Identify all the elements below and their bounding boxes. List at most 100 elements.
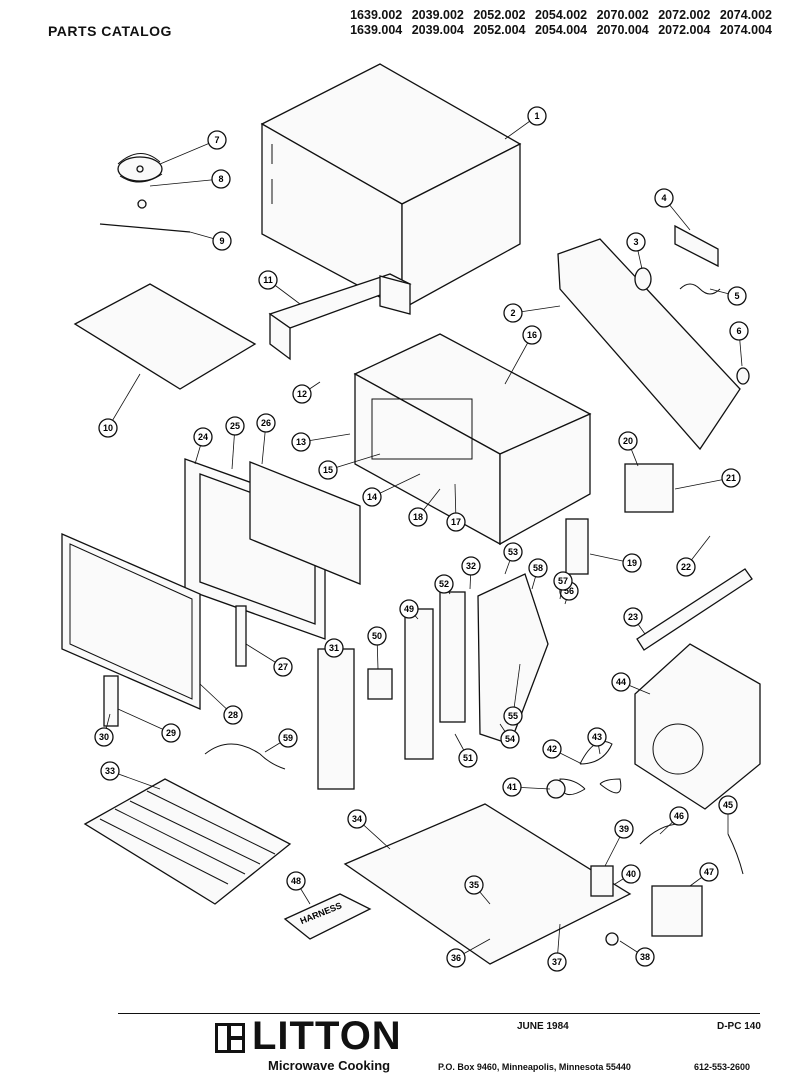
callout-circle	[635, 947, 655, 967]
callout-label: 35	[469, 880, 479, 890]
callout-circle	[434, 574, 454, 594]
model-number: 2054.004	[534, 23, 588, 37]
callout-circle	[542, 739, 562, 759]
callout-circle	[729, 321, 749, 341]
callout-circle	[553, 571, 573, 591]
callout-circle	[547, 952, 567, 972]
model-number: 2074.002	[719, 8, 772, 22]
callout-label: 3	[633, 237, 638, 247]
callout-leader	[117, 708, 172, 734]
back-panel	[557, 238, 741, 451]
callout-circle	[286, 871, 306, 891]
oven-rack	[83, 778, 292, 905]
callout-circle	[676, 557, 696, 577]
callout-circle	[408, 507, 428, 527]
callout-circle	[502, 777, 522, 797]
callout-label: 2	[510, 308, 515, 318]
callout-label: 4	[661, 193, 666, 203]
callout-label: 42	[547, 744, 557, 754]
brand-name: LITTON	[252, 1014, 402, 1058]
callout-circle	[718, 795, 738, 815]
callout-circle	[98, 418, 118, 438]
callout-label: 6	[736, 326, 741, 336]
callout-circle	[446, 948, 466, 968]
callout-label: 20	[623, 436, 633, 446]
callout-label: 39	[619, 824, 629, 834]
callout-label: 50	[372, 631, 382, 641]
callout-circle	[611, 672, 631, 692]
callout-circle	[527, 106, 547, 126]
model-number: 2074.004	[719, 23, 772, 37]
callout-label: 21	[726, 473, 736, 483]
callout-circle	[207, 130, 227, 150]
callout-circle	[500, 729, 520, 749]
callout-label: 18	[413, 512, 423, 522]
callout-label: 31	[329, 643, 339, 653]
model-number: 2052.004	[473, 23, 526, 37]
callout-label: 59	[283, 733, 293, 743]
callout-label: 55	[508, 711, 518, 721]
callout-label: 24	[198, 432, 208, 442]
callout-circle	[587, 727, 607, 747]
callout-label: 14	[367, 492, 377, 502]
callout-leader	[149, 178, 222, 187]
blower-housing	[634, 643, 761, 810]
callout-circle	[528, 558, 548, 578]
footer-divider	[118, 1013, 760, 1014]
parts-layer: HARNESS	[61, 63, 761, 965]
callout-circle	[621, 864, 641, 884]
litton-logo-mark	[215, 1023, 245, 1053]
callout-label: 38	[640, 952, 650, 962]
model-number: 2039.004	[411, 23, 464, 37]
callout-label: 41	[507, 782, 517, 792]
callout-label: 23	[628, 612, 638, 622]
door-assembly	[61, 533, 201, 710]
callout-circle	[669, 806, 689, 826]
callout-layer: 1234567891011121314151617181920212223242…	[94, 106, 749, 972]
callout-label: 13	[296, 437, 306, 447]
callout-circle	[193, 427, 213, 447]
callout-circle	[211, 169, 231, 189]
callout-label: 7	[214, 135, 219, 145]
callout-circle	[362, 487, 382, 507]
callout-label: 45	[723, 800, 733, 810]
callout-label: 43	[592, 732, 602, 742]
callout-circle	[225, 416, 245, 436]
model-row-1: 1639.002 2039.002 2052.002 2054.002 2070…	[344, 8, 772, 23]
model-number: 2072.004	[658, 23, 711, 37]
model-number: 2039.002	[411, 8, 464, 22]
callout-circle	[292, 384, 312, 404]
callout-circle	[161, 723, 181, 743]
callout-label: 17	[451, 517, 461, 527]
callout-label: 26	[261, 418, 271, 428]
callout-label: 11	[263, 275, 273, 285]
callout-label: 58	[533, 563, 543, 573]
callout-label: 44	[616, 677, 626, 687]
callout-label: 36	[451, 953, 461, 963]
magnetron	[624, 463, 674, 513]
callout-label: 56	[564, 586, 574, 596]
model-number: 2054.002	[534, 8, 588, 22]
callout-label: 12	[297, 389, 307, 399]
callout-label: 22	[681, 562, 691, 572]
callout-label: 46	[674, 811, 684, 821]
outer-cabinet	[260, 63, 522, 311]
callout-circle	[699, 862, 719, 882]
callout-label: 52	[439, 579, 449, 589]
callout-label: 57	[558, 576, 568, 586]
callout-label: 1	[534, 111, 539, 121]
callout-label: 54	[505, 734, 515, 744]
exploded-parts-diagram: HARNESS 12345678910111213141516171819202…	[61, 63, 761, 972]
callout-circle	[503, 706, 523, 726]
callout-circle	[258, 270, 278, 290]
callout-circle	[626, 232, 646, 252]
callout-label: 27	[278, 662, 288, 672]
callout-circle	[212, 231, 232, 251]
callout-circle	[458, 748, 478, 768]
callout-circle	[347, 809, 367, 829]
callout-circle	[446, 512, 466, 532]
callout-circle	[623, 607, 643, 627]
model-numbers: 1639.002 2039.002 2052.002 2054.002 2070…	[344, 8, 772, 38]
callout-circle	[367, 626, 387, 646]
model-number: 1639.004	[350, 23, 403, 37]
